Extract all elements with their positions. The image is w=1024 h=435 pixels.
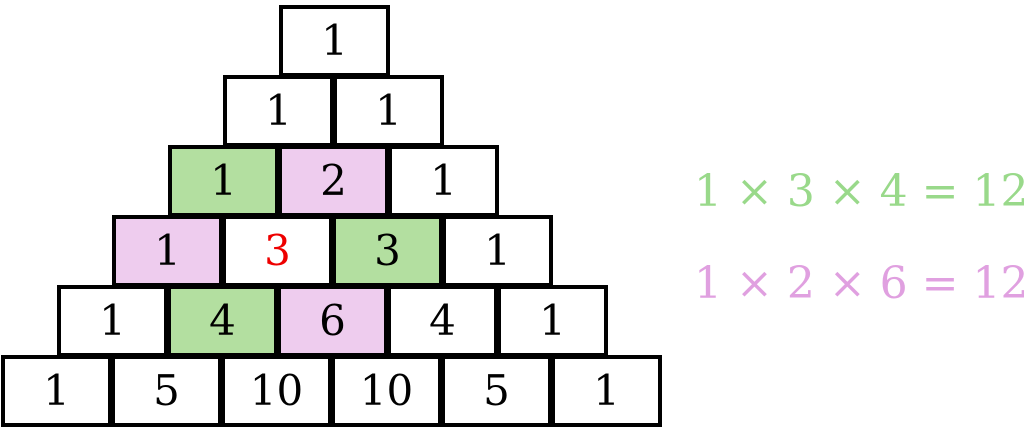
triangle-cell-r4-c1: 4 [167,285,278,357]
triangle-cell-r4-c2: 6 [277,285,388,357]
pink-product-equation: 1 × 2 × 6 = 12 [694,258,1024,309]
triangle-cell-r1-c1: 1 [333,75,444,147]
green-product-equation: 1 × 3 × 4 = 12 [694,166,1024,217]
triangle-cell-r5-c2: 10 [221,355,332,427]
triangle-cell-r3-c2: 3 [332,215,443,287]
triangle-cell-r3-c3: 1 [442,215,553,287]
triangle-cell-r5-c4: 5 [441,355,552,427]
triangle-cell-r3-c0: 1 [112,215,223,287]
triangle-cell-r5-c1: 5 [111,355,222,427]
triangle-cell-r5-c3: 10 [331,355,442,427]
triangle-cell-r4-c4: 1 [497,285,608,357]
triangle-cell-r5-c5: 1 [551,355,662,427]
triangle-cell-r1-c0: 1 [223,75,334,147]
triangle-cell-r4-c0: 1 [57,285,168,357]
triangle-cell-r2-c1: 2 [278,145,389,217]
triangle-cell-r2-c2: 1 [388,145,499,217]
triangle-cell-r4-c3: 4 [387,285,498,357]
triangle-cell-r3-c1: 3 [222,215,333,287]
triangle-cell-r2-c0: 1 [168,145,279,217]
triangle-cell-r0-c0: 1 [279,5,390,77]
triangle-cell-r5-c0: 1 [1,355,112,427]
